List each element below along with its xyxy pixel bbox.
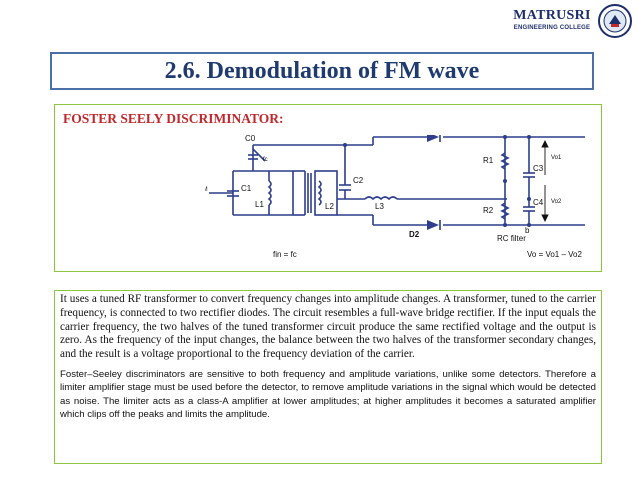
college-seal-icon [598, 4, 632, 38]
logo-main-text: MATRUSRI [513, 8, 591, 23]
label-c2: C2 [353, 176, 364, 185]
label-vo1: Vo1 [551, 155, 562, 161]
college-logo: MATRUSRI ENGINEERING COLLEGE [502, 4, 632, 40]
label-rc-filter: RC filter [497, 234, 526, 243]
label-c1: C1 [241, 184, 252, 193]
diode-d1-icon [427, 135, 441, 142]
foster-seeley-circuit-diagram: C0 fc FM C1 L1 C2 L2 L3 D1 D2 a b R1 R2 … [205, 135, 585, 259]
label-r2: R2 [483, 206, 494, 215]
paragraph-2: Foster–Seeley discriminators are sensiti… [60, 368, 596, 421]
label-vo2: Vo2 [551, 199, 562, 205]
slide-title-box: 2.6. Demodulation of FM wave [50, 52, 594, 90]
description-box: It uses a tuned RF transformer to conver… [54, 290, 602, 464]
label-fm: FM [205, 187, 208, 193]
diode-d2-icon [427, 220, 441, 230]
label-c4: C4 [533, 198, 544, 207]
label-l3: L3 [375, 202, 384, 211]
label-c3: C3 [533, 164, 544, 173]
label-d2: D2 [409, 230, 420, 239]
label-c0: C0 [245, 135, 256, 143]
label-l1: L1 [255, 200, 264, 209]
label-l2: L2 [325, 202, 334, 211]
label-fin: fin = fc [273, 250, 297, 259]
diagram-panel: FOSTER SEELY DISCRIMINATOR: [54, 104, 602, 272]
slide-title: 2.6. Demodulation of FM wave [164, 57, 480, 84]
label-fc: fc [263, 157, 268, 163]
panel-heading: FOSTER SEELY DISCRIMINATOR: [63, 111, 284, 126]
label-r1: R1 [483, 156, 494, 165]
logo-sub-text: ENGINEERING COLLEGE [513, 25, 591, 31]
label-vo: Vo = Vo1 – Vo2 [527, 250, 582, 259]
label-b: b [525, 226, 530, 235]
paragraph-1: It uses a tuned RF transformer to conver… [60, 293, 596, 361]
logo-text: MATRUSRI ENGINEERING COLLEGE [504, 8, 600, 33]
